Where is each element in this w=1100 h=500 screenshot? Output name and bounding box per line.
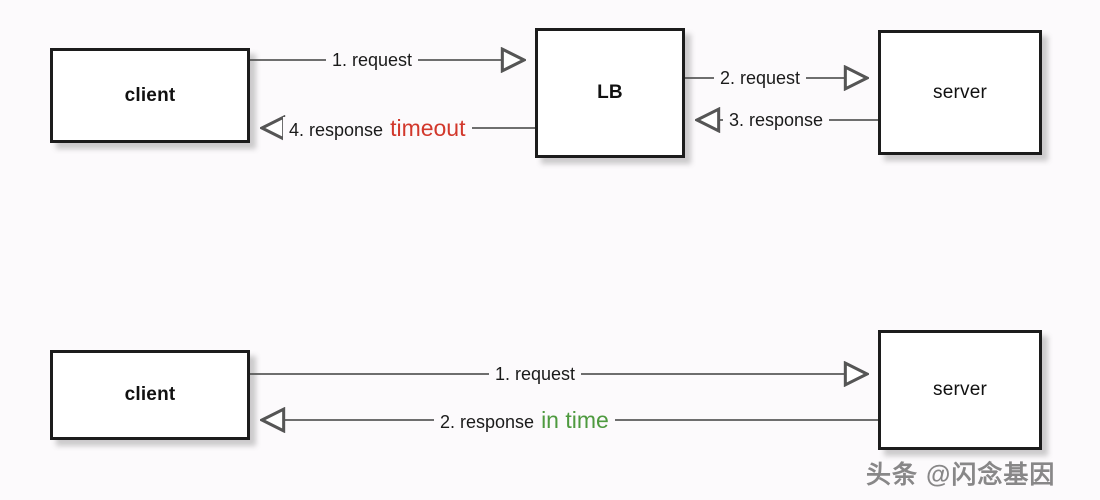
node-lb-top-label: LB — [597, 82, 623, 103]
edge-label-4-response-text: 4. response — [289, 120, 384, 140]
edge-label-3-response: 3. response — [723, 109, 830, 131]
edge-label-3-response-text: 3. response — [729, 110, 824, 130]
node-client-bottom-label: client — [124, 384, 176, 405]
node-server-top: server — [878, 30, 1042, 155]
edge-label-b2-response-accent: in time — [541, 407, 609, 433]
node-lb-top: LB — [535, 28, 685, 158]
edge-label-1-request: 1. request — [326, 49, 419, 71]
edge-label-1-request-text: 1. request — [332, 50, 413, 70]
node-server-bottom: server — [878, 330, 1042, 450]
node-client-top-label: client — [124, 84, 176, 106]
edge-label-4-response: 4. response timeout — [283, 117, 472, 141]
edge-label-b1-request-text: 1. request — [495, 364, 576, 384]
edge-label-b2-response: 2. response in time — [434, 409, 615, 433]
node-server-top-label: server — [933, 81, 987, 103]
edge-label-b2-response-text: 2. response — [440, 412, 535, 432]
edge-label-2-request-text: 2. request — [720, 68, 801, 88]
node-client-bottom: client — [50, 350, 250, 440]
node-client-top: client — [50, 48, 250, 143]
node-server-bottom-label: server — [933, 379, 987, 400]
edge-label-4-response-accent: timeout — [390, 115, 466, 141]
watermark: 头条 @闪念基因 — [866, 461, 1056, 489]
edge-label-b1-request: 1. request — [489, 363, 582, 385]
edge-label-2-request: 2. request — [714, 67, 807, 89]
